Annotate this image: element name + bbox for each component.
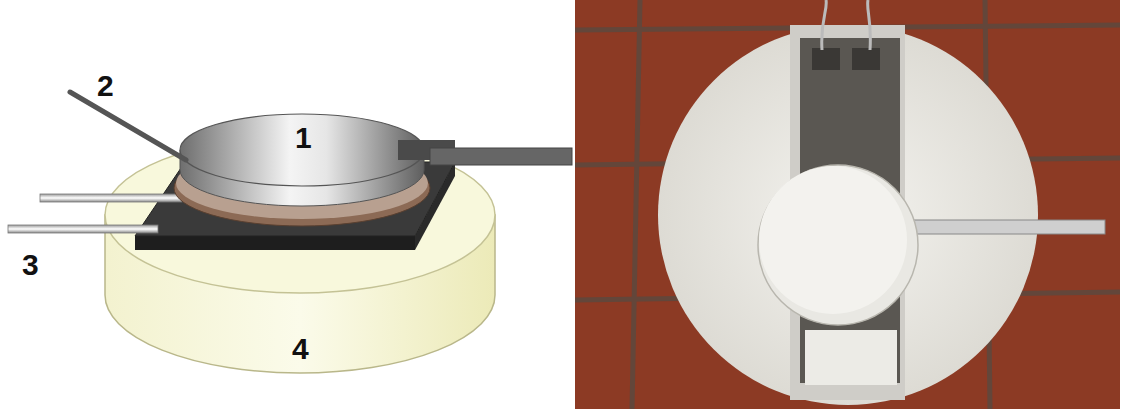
tubes	[8, 194, 182, 233]
callout-number: 2	[97, 71, 114, 101]
pan	[180, 114, 572, 206]
callout-number: 4	[292, 334, 309, 364]
callout-number: 1	[295, 123, 312, 153]
photo	[575, 0, 1120, 409]
thermocouple	[70, 92, 186, 160]
callout-number: 3	[22, 250, 39, 280]
